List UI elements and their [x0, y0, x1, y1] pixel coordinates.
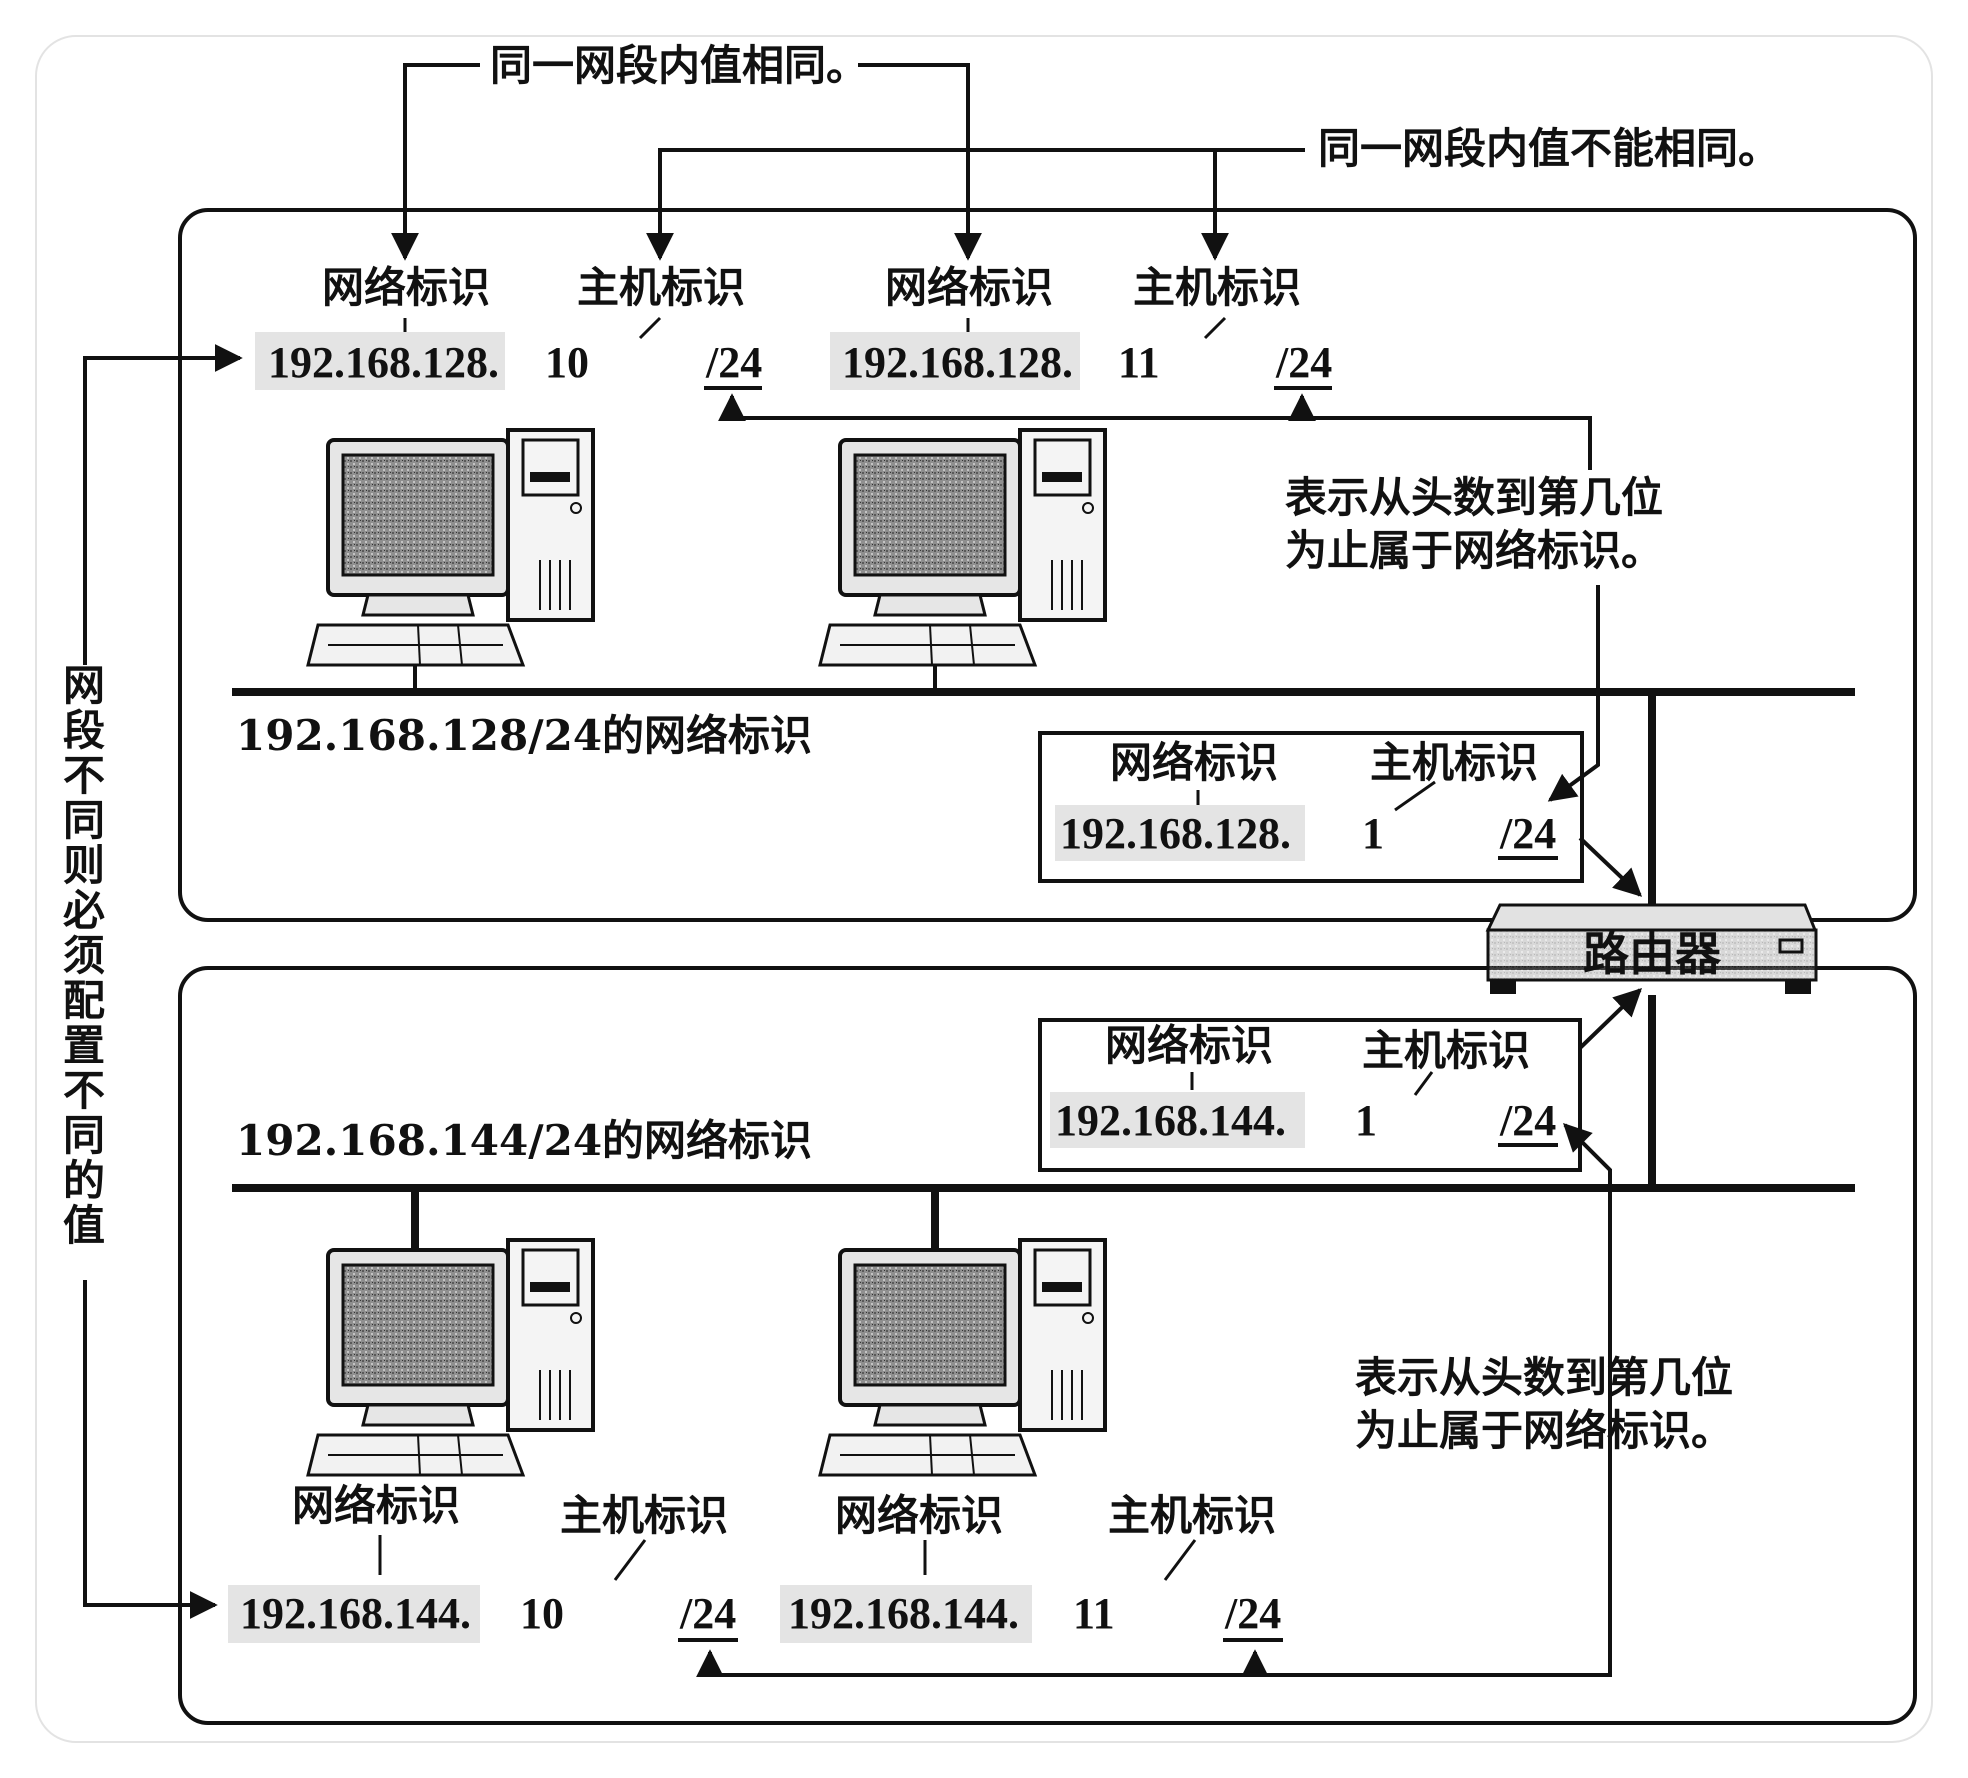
s1-host1-net-label: 网络标识: [322, 263, 490, 312]
s1-host2-host-ip: 11: [1118, 338, 1160, 387]
s2-host2-net-ip: 192.168.144.: [788, 1589, 1019, 1638]
s2-host2-host-label: 主机标识: [1108, 1491, 1276, 1540]
s2-prefix-note-line1: 表示从头数到第几位: [1355, 1353, 1733, 1402]
s1-prefix-note-line1: 表示从头数到第几位: [1285, 473, 1663, 522]
segment2-frame: [178, 966, 1917, 1725]
note-diff-value: 同一网段内值不能相同。: [1318, 124, 1780, 173]
s1-caption: 192.168.128/24的网络标识: [236, 711, 812, 760]
s1-prefix-note-line2: 为止属于网络标识。: [1285, 526, 1663, 575]
s2-host1-net-label: 网络标识: [292, 1481, 460, 1530]
note-same-value: 同一网段内值相同。: [490, 41, 868, 90]
s2-caption: 192.168.144/24的网络标识: [236, 1116, 812, 1165]
s2-router-if-box: [1038, 1018, 1582, 1172]
s2-host1-host-ip: 10: [520, 1589, 564, 1638]
s1-host2-host-label: 主机标识: [1133, 263, 1301, 312]
s2-rif-prefix: /24: [1499, 1096, 1556, 1145]
s2-rif-host-ip: 1: [1355, 1096, 1377, 1145]
s1-host1-host-label: 主机标识: [577, 263, 745, 312]
s2-host1-host-label: 主机标识: [560, 1491, 728, 1540]
s1-rif-net-label: 网络标识: [1110, 738, 1278, 787]
s1-host1-net-ip: 192.168.128.: [268, 338, 499, 387]
s1-host1-prefix: /24: [705, 338, 762, 387]
s2-rif-host-label: 主机标识: [1362, 1026, 1530, 1075]
side-note: 网段不同则必须配置不同的值: [63, 661, 105, 1250]
s2-host1-prefix: /24: [679, 1589, 736, 1638]
s2-host2-prefix: /24: [1224, 1589, 1281, 1638]
s2-prefix-note-line2: 为止属于网络标识。: [1355, 1406, 1733, 1455]
s1-host2-prefix: /24: [1275, 338, 1332, 387]
s1-host1-host-ip: 10: [545, 338, 589, 387]
router-icon: [1485, 903, 1818, 994]
s1-rif-net-ip: 192.168.128.: [1060, 809, 1291, 858]
s2-rif-net-label: 网络标识: [1105, 1021, 1273, 1070]
s2-rif-net-ip: 192.168.144.: [1055, 1096, 1286, 1145]
s1-host2-net-label: 网络标识: [885, 263, 1053, 312]
s2-host1-net-ip: 192.168.144.: [240, 1589, 471, 1638]
s2-host2-host-ip: 11: [1073, 1589, 1115, 1638]
s1-rif-prefix: /24: [1499, 809, 1556, 858]
s1-rif-host-label: 主机标识: [1370, 738, 1538, 787]
segment1-frame: [178, 208, 1917, 922]
s1-rif-host-ip: 1: [1362, 809, 1384, 858]
router-label: 路由器: [1583, 927, 1722, 981]
s1-host2-net-ip: 192.168.128.: [842, 338, 1073, 387]
s2-host2-net-label: 网络标识: [835, 1491, 1003, 1540]
s1-router-if-box: [1038, 731, 1584, 883]
